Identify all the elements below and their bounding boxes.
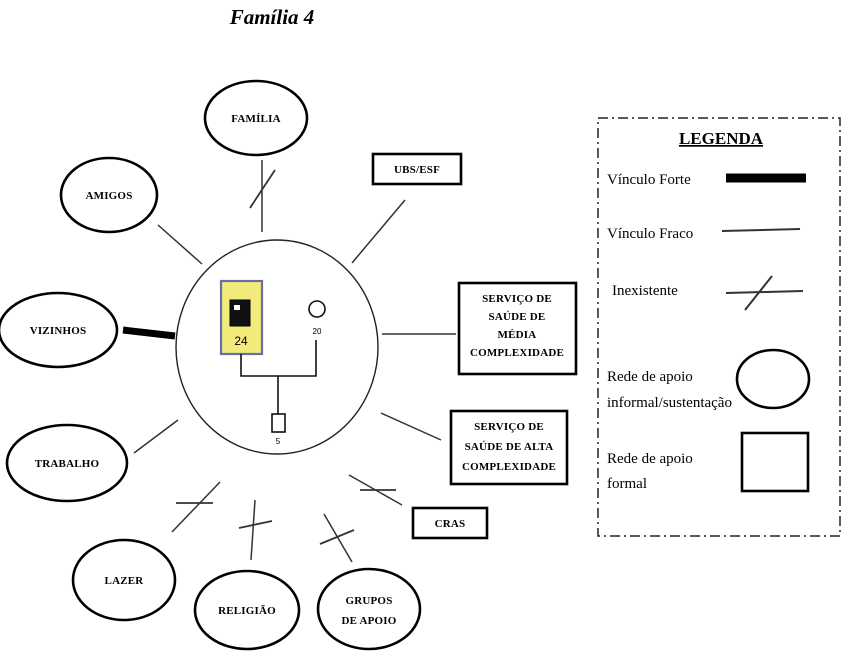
link-lazer [171, 481, 221, 533]
legend-informal-label-line1: Rede de apoio [607, 369, 693, 385]
mother-age: 20 [313, 327, 322, 336]
child-symbol [271, 413, 286, 433]
link-familia-cross [249, 169, 276, 209]
node-religiao: RELIGIÃO [193, 569, 301, 651]
node-amigos-label: AMIGOS [85, 190, 132, 202]
node-religiao-label: RELIGIÃO [218, 605, 276, 617]
father-symbol-mark [234, 305, 240, 310]
diagram-title: Família 4 [229, 5, 315, 29]
legend-strong-label: Vínculo Forte [607, 172, 691, 188]
legend-title: LEGENDA [679, 129, 764, 148]
node-ubs-esf: UBS/ESF [371, 152, 463, 186]
father-age: 24 [234, 334, 248, 348]
legend-none-label: Inexistente [612, 283, 678, 299]
node-alta-label-line1: SERVIÇO DE [474, 421, 544, 433]
node-media-label-line1: SERVIÇO DE [482, 293, 552, 305]
link-grupos-cross [319, 529, 355, 545]
node-cras: CRAS [411, 506, 489, 540]
legend-none-cross [744, 275, 773, 311]
legend-formal-label-line1: Rede de apoio [607, 451, 693, 467]
link-vizinhos [122, 326, 176, 340]
legend-none-line [725, 290, 804, 294]
legend-weak-line [721, 228, 801, 232]
node-grupos-de-apoio: GRUPOS DE APOIO [316, 567, 422, 651]
node-grupos-label-line2: DE APOIO [341, 615, 396, 627]
node-alta-label-line2: SAÚDE DE ALTA [465, 441, 554, 453]
node-trabalho: TRABALHO [5, 423, 129, 503]
node-lazer-label: LAZER [105, 575, 145, 587]
family-genogram: 24 20 5 [219, 279, 326, 446]
node-ubs-label: UBS/ESF [394, 164, 440, 176]
child-age: 5 [276, 437, 281, 446]
node-alta-label-line3: COMPLEXIDADE [462, 461, 556, 473]
connections [122, 160, 456, 563]
informal-nodes: FAMÍLIA AMIGOS VIZINHOS TRABALHO LAZER R… [0, 79, 422, 651]
legend-informal-ellipse [735, 348, 811, 410]
link-alta [380, 412, 442, 441]
legend-weak-label: Vínculo Fraco [607, 226, 693, 242]
node-alta-complexidade: SERVIÇO DE SAÚDE DE ALTA COMPLEXIDADE [449, 409, 569, 486]
mother-symbol [308, 300, 326, 318]
legend-formal-label-line2: formal [607, 476, 647, 492]
node-familia: FAMÍLIA [203, 79, 309, 157]
node-familia-label: FAMÍLIA [231, 113, 280, 125]
node-media-label-line3: MÉDIA [498, 329, 537, 341]
node-trabalho-label: TRABALHO [35, 458, 100, 470]
formal-nodes: UBS/ESF SERVIÇO DE SAÚDE DE MÉDIA COMPLE… [371, 152, 578, 540]
node-media-label-line4: COMPLEXIDADE [470, 347, 564, 359]
node-vizinhos: VIZINHOS [0, 291, 119, 369]
family-circle [175, 239, 379, 455]
node-media-label-line2: SAÚDE DE [489, 311, 546, 323]
node-grupos-label-line1: GRUPOS [345, 595, 392, 607]
link-ubs [351, 199, 406, 264]
link-religiao-cross [238, 520, 273, 529]
legend-informal-label-line2: informal/sustentação [607, 395, 732, 411]
node-vizinhos-label: VIZINHOS [30, 325, 87, 337]
legend: LEGENDA Vínculo Forte Vínculo Fraco Inex… [597, 117, 841, 537]
link-amigos [157, 224, 203, 265]
node-media-complexidade: SERVIÇO DE SAÚDE DE MÉDIA COMPLEXIDADE [457, 281, 578, 376]
node-lazer: LAZER [71, 538, 177, 622]
node-amigos: AMIGOS [59, 156, 159, 234]
node-cras-label: CRAS [435, 518, 466, 530]
link-grupos [323, 513, 353, 563]
father-symbol [229, 299, 251, 327]
link-trabalho [133, 419, 179, 454]
link-religiao [250, 499, 256, 561]
legend-formal-rect [740, 431, 810, 493]
